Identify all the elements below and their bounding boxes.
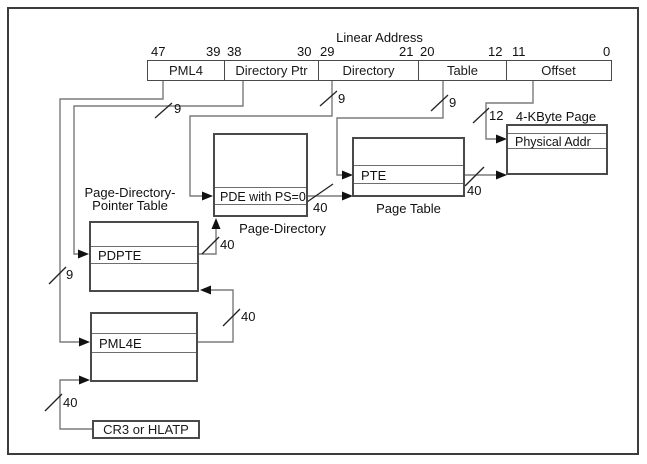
tick-dirptr-9: 9 [174, 101, 182, 116]
pml4-table-box: PML4E [90, 312, 198, 382]
bit-label-12: 12 [488, 44, 503, 59]
pdpte-entry: PDPTE [98, 248, 142, 263]
bit-label-29: 29 [320, 44, 335, 59]
bit-label-0: 0 [603, 44, 611, 59]
pd-row-divider-bottom [215, 204, 306, 205]
tick-pml4e-40: 40 [241, 309, 256, 324]
field-pml4: PML4 [169, 63, 203, 78]
tick-offset-12: 12 [489, 108, 504, 123]
field-offset: Offset [506, 61, 610, 80]
tick-pdpte-40: 40 [220, 237, 235, 252]
figure-border [7, 7, 639, 455]
tick-cr3-40: 40 [63, 395, 78, 410]
pml4-row-divider-bottom [92, 352, 196, 353]
bit-label-21: 21 [399, 44, 414, 59]
pdpt-row-divider-bottom [91, 263, 197, 264]
p4k-row-divider-top [508, 133, 606, 134]
pdpt-row-divider-top [91, 246, 197, 247]
bit-label-38: 38 [227, 44, 242, 59]
pdpt-table-label-line2: Pointer Table [92, 197, 168, 213]
bit-label-47: 47 [151, 44, 166, 59]
p4k-row-divider-bottom [508, 148, 606, 149]
tick-pde-40: 40 [313, 200, 328, 215]
pt-row-divider-top [354, 165, 463, 166]
field-directory-ptr: Directory Ptr [224, 61, 318, 80]
cr3-box: CR3 or HLATP [92, 420, 200, 439]
tick-pte-40: 40 [467, 183, 482, 198]
field-table: Table [418, 61, 506, 80]
pde-entry: PDE with PS=0 [220, 190, 306, 204]
pd-row-divider-top [215, 187, 306, 188]
pdpt-table-box: PDPTE [89, 221, 199, 292]
physical-addr-entry: Physical Addr [515, 135, 591, 149]
pt-row-divider-bottom [354, 183, 463, 184]
page-table-label: Page Table [376, 201, 441, 216]
tick-table-9: 9 [449, 95, 457, 110]
arrowheads [78, 134, 507, 385]
bit-label-39: 39 [206, 44, 221, 59]
bit-label-11: 11 [512, 44, 526, 59]
tick-directory-9: 9 [338, 91, 346, 106]
page-4k-box: Physical Addr [506, 124, 608, 175]
bus-width-slashes [44, 90, 490, 412]
bit-label-20: 20 [420, 44, 435, 59]
page-table-box: PTE [352, 137, 465, 197]
pml4e-entry: PML4E [99, 336, 142, 351]
tick-pml4-9: 9 [66, 267, 74, 282]
bit-label-30: 30 [297, 44, 312, 59]
cr3-label: CR3 or HLATP [103, 422, 189, 437]
pml4-row-divider-top [92, 333, 196, 334]
field-directory: Directory [318, 61, 418, 80]
pdpt-table-label-line1: Page-Directory- [84, 185, 176, 200]
pdpt-table-label: Page-Directory- Pointer Table [74, 185, 186, 213]
page-4k-label: 4-KByte Page [515, 109, 597, 124]
page-directory-label: Page-Directory [239, 221, 326, 236]
pte-entry: PTE [361, 168, 387, 183]
page-directory-box: PDE with PS=0 [213, 133, 308, 217]
linear-address-box: PML4 Directory Ptr Directory Table Offse… [147, 60, 612, 81]
linear-address-title: Linear Address [336, 30, 423, 45]
